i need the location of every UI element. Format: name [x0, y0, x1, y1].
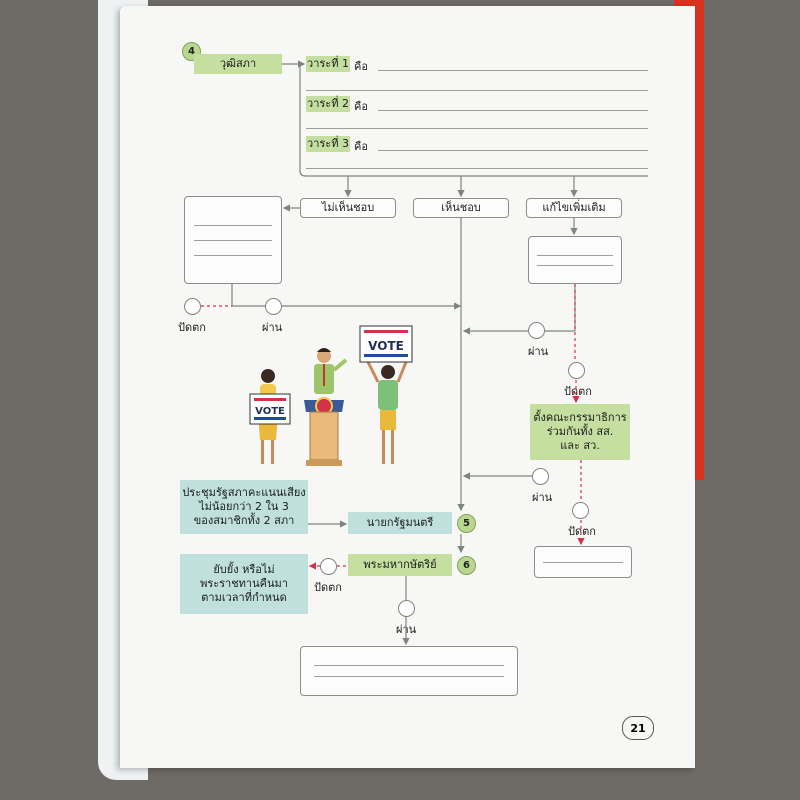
committee-reject-circle	[572, 502, 589, 519]
vote-sign-right-text: VOTE	[368, 339, 404, 353]
disagree-pass-label: ผ่าน	[262, 321, 283, 334]
round-3-is: คือ	[354, 140, 368, 153]
workbook-page: 4 วุฒิสภา วาระที่ 1 คือ วาระที่ 2 คือ วา…	[120, 6, 695, 768]
round-3-answer-line[interactable]	[378, 150, 648, 151]
final-answer-box[interactable]	[300, 646, 518, 696]
amend-box: แก้ไขเพิ่มเติม	[526, 198, 622, 218]
woman-right-figure	[366, 361, 408, 464]
round-3-label: วาระที่ 3	[306, 136, 350, 152]
round-2-is: คือ	[354, 100, 368, 113]
amend-reject-circle	[568, 362, 585, 379]
disagree-box: ไม่เห็นชอบ	[300, 198, 396, 218]
round-2-answer-line-2[interactable]	[306, 128, 648, 129]
disagree-pass-circle	[265, 298, 282, 315]
vote-sign-left-text: VOTE	[255, 406, 285, 417]
amend-pass-circle	[528, 322, 545, 339]
king-pass-circle	[398, 600, 415, 617]
flowchart-connectors	[201, 60, 648, 646]
agree-box: เห็นชอบ	[413, 198, 509, 218]
disagree-reject-label: ปัดตก	[178, 321, 206, 334]
joint-session-box: ประชุมรัฐสภาคะแนนเสียงไม่น้อยกว่า 2 ใน 3…	[180, 480, 308, 534]
committee-pass-label: ผ่าน	[532, 491, 553, 504]
committee-reject-answer-box[interactable]	[534, 546, 632, 578]
king-reject-circle	[320, 558, 337, 575]
round-3-answer-line-2[interactable]	[306, 168, 648, 169]
amend-answer-box[interactable]	[528, 236, 622, 284]
vote-illustration: VOTE VOTE	[249, 325, 413, 466]
committee-pass-circle	[532, 468, 549, 485]
amend-pass-label: ผ่าน	[528, 345, 549, 358]
round-2-answer-line[interactable]	[378, 110, 648, 111]
joint-committee-box: ตั้งคณะกรรมาธิการร่วมกันทั้ง สส.และ สว.	[530, 404, 630, 460]
prime-minister-box: นายกรัฐมนตรี	[348, 512, 452, 534]
amend-reject-label: ปัดตก	[564, 385, 592, 398]
king-reject-label: ปัดตก	[314, 581, 342, 594]
step-badge-6: 6	[457, 556, 476, 575]
disagree-answer-box[interactable]	[184, 196, 282, 284]
senate-box: วุฒิสภา	[194, 54, 282, 74]
veto-box: ยับยั้ง หรือไม่พระราชทานคืนมาตามเวลาที่ก…	[180, 554, 308, 614]
disagree-reject-circle	[184, 298, 201, 315]
round-1-answer-line[interactable]	[378, 70, 648, 71]
king-box: พระมหากษัตริย์	[348, 554, 452, 576]
round-1-is: คือ	[354, 60, 368, 73]
round-1-answer-line-2[interactable]	[306, 90, 648, 91]
round-1-label: วาระที่ 1	[306, 56, 350, 72]
committee-reject-label: ปัดตก	[568, 525, 596, 538]
man-center-figure	[314, 348, 348, 394]
step-badge-5: 5	[457, 514, 476, 533]
round-2-label: วาระที่ 2	[306, 96, 350, 112]
page-number: 21	[622, 716, 654, 740]
